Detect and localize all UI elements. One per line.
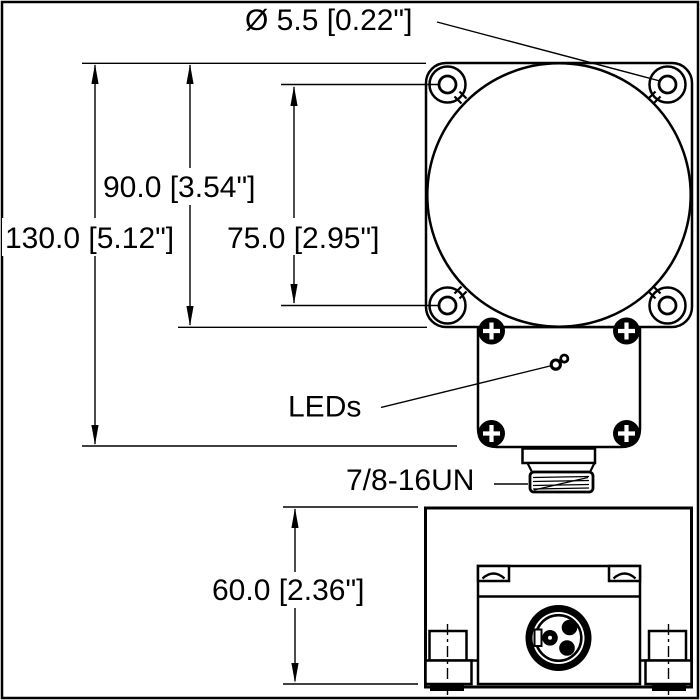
housing-screws xyxy=(478,317,640,447)
connector-face xyxy=(525,605,592,671)
mounting-hole-top-right xyxy=(647,65,687,105)
mounting-hole-bottom-right xyxy=(647,285,687,325)
dim-hole-spacing-label: 75.0 [2.95"] xyxy=(227,222,379,255)
thread-hatch xyxy=(532,475,590,491)
bottom-view xyxy=(424,506,693,695)
foot-pad-right xyxy=(652,684,686,691)
screw-top-left xyxy=(478,317,505,345)
labels: Ø 5.5 [0.22"] 90.0 [3.54"] 130.0 [5.12"]… xyxy=(5,4,474,607)
foot-pad-left xyxy=(430,684,464,691)
leader-leds xyxy=(380,365,551,409)
leds-label: LEDs xyxy=(288,391,361,424)
dim-depth-label: 60.0 [2.36"] xyxy=(212,574,364,607)
label-backgrounds xyxy=(2,168,386,608)
leader-hole-diameter xyxy=(436,21,661,82)
connector-stub xyxy=(521,447,597,494)
connector-pin-3 xyxy=(559,640,575,656)
led-indicators xyxy=(549,353,570,371)
dim-overall-height-label: 130.0 [5.12"] xyxy=(5,222,174,255)
connector-thread-label: 7/8-16UN xyxy=(346,464,474,497)
clip-tab-right xyxy=(607,564,642,583)
dimensions xyxy=(2,21,661,685)
dimension-arrowheads xyxy=(91,64,299,683)
dim-hole-diameter-label: Ø 5.5 [0.22"] xyxy=(245,4,412,37)
front-view xyxy=(424,61,694,494)
connector-keyway xyxy=(533,628,543,647)
led-dot-1 xyxy=(549,358,562,371)
screw-bottom-right xyxy=(613,420,640,447)
dim-head-height-label: 90.0 [3.54"] xyxy=(103,171,255,204)
foot-centerlines xyxy=(446,624,670,695)
connector-flange xyxy=(521,447,597,465)
screw-bottom-left xyxy=(478,420,505,447)
screw-top-right xyxy=(613,317,640,345)
connector-pin-1 xyxy=(561,619,578,636)
clip-tab-left xyxy=(476,564,511,583)
mounting-hole-top-left xyxy=(428,65,468,105)
sensing-face-circle xyxy=(426,62,692,328)
led-dot-2 xyxy=(559,353,570,364)
mounting-foot-left xyxy=(424,629,478,691)
